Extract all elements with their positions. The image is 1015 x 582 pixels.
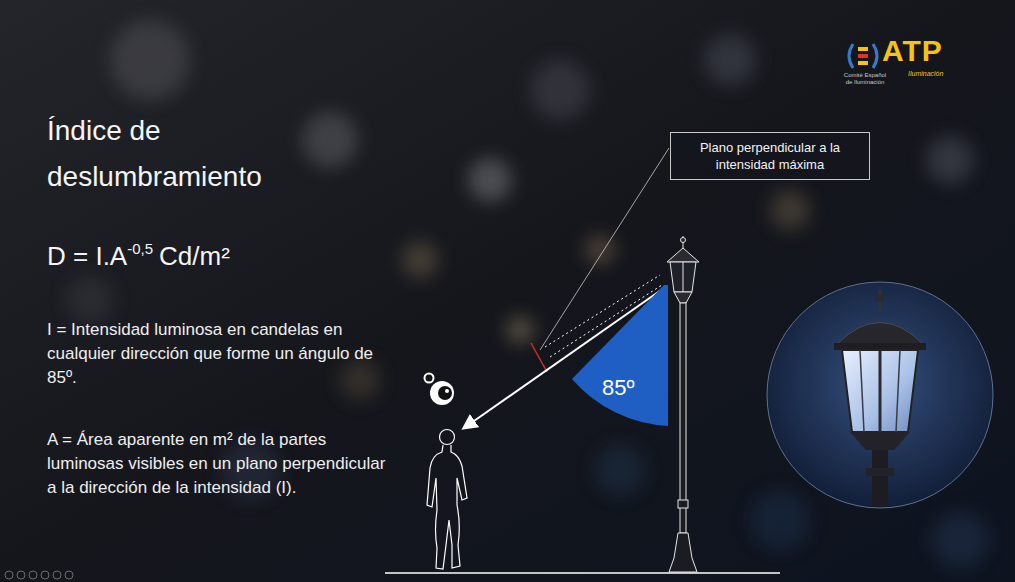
definition-text: I = Intensidad luminosa en candelas en c… — [47, 318, 397, 390]
definition-text: A = Área aparente en m² de la partes lum… — [47, 428, 397, 500]
person-silhouette — [427, 430, 467, 570]
glare-formula: D = I.A-0,5 Cd/m² — [47, 240, 230, 272]
lantern-inset — [767, 282, 993, 520]
formula-unit: Cd/m² — [159, 241, 230, 271]
eye-icon — [425, 374, 455, 406]
logo-emblem — [849, 44, 877, 68]
lamp-post — [667, 236, 699, 572]
callout-text: Plano perpendicular a la intensidad máxi… — [681, 139, 859, 173]
callout-box: Plano perpendicular a la intensidad máxi… — [670, 132, 870, 180]
formula-text: D = I.A — [47, 241, 127, 271]
angle-wedge: 85º — [568, 283, 672, 429]
perpendicular-plane — [531, 343, 547, 372]
wedge-shape — [568, 283, 672, 429]
logo-caption: Comité Español de Iluminación — [843, 72, 887, 86]
slide-title: Índice de deslumbramiento — [47, 108, 317, 200]
logo-tagline: Iluminación — [908, 70, 943, 77]
formula-exponent: -0,5 — [127, 240, 153, 257]
logo-wordmark: ATP — [882, 34, 943, 68]
angle-label: 85º — [602, 375, 635, 401]
ground-line — [385, 572, 780, 574]
